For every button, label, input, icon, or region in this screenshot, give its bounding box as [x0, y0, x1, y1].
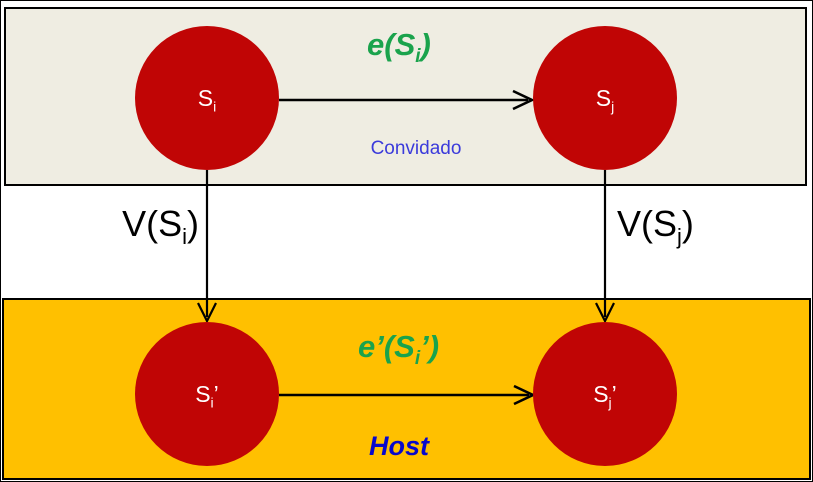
- node-sj-label: Sj: [595, 84, 615, 115]
- guest-band-label: Convidado: [370, 138, 462, 159]
- node-sj-prime-label: Sj’: [593, 380, 617, 411]
- host-band-label: Host: [369, 431, 429, 461]
- mapping-label-left: V(Si): [122, 203, 199, 250]
- node-si-label: Si: [197, 84, 217, 115]
- node-sj: Sj: [533, 26, 677, 170]
- node-si: Si: [135, 26, 279, 170]
- guest-edge-label: e(Si): [367, 27, 431, 68]
- host-edge-label: e’(Si’): [358, 329, 440, 370]
- node-si-prime-label: Si’: [195, 380, 219, 411]
- mapping-label-right: V(Sj): [617, 203, 694, 250]
- node-si-prime: Si’: [135, 322, 279, 466]
- node-sj-prime: Sj’: [533, 322, 677, 466]
